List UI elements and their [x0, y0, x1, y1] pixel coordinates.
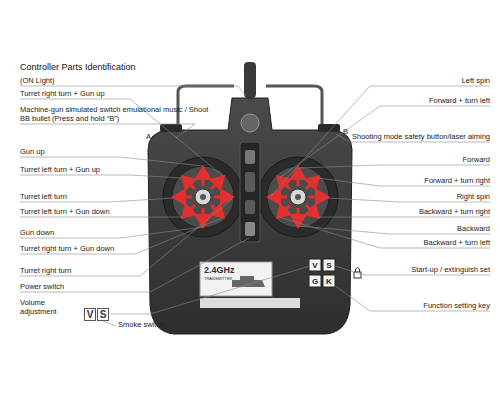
antenna — [244, 62, 256, 98]
logo — [241, 114, 259, 132]
system-strip — [200, 298, 300, 308]
part-label: Right spin — [400, 193, 490, 202]
tank-icon — [232, 276, 265, 287]
part-label: Turret left turn + Gun up — [20, 166, 140, 175]
part-label: A — [146, 133, 154, 142]
button-letter: G — [309, 277, 321, 286]
part-label: Gun up — [20, 148, 80, 157]
part-label: Forward + turn right — [380, 177, 490, 186]
part-label: Volume adjustment — [20, 299, 70, 316]
part-label: Turret right turn — [20, 267, 100, 276]
part-label: 2.4GHz — [204, 265, 254, 275]
part-label: Turret left turn + Gun down — [20, 208, 140, 217]
part-label: Power switch — [20, 283, 100, 292]
part-label: Backward + turn right — [380, 208, 490, 217]
part-label: TRANSMITTER — [204, 276, 234, 281]
part-label: (ON Light) — [20, 77, 90, 86]
button-letter: S — [323, 261, 335, 270]
part-label: Gun down — [20, 229, 80, 238]
part-label: Start-up / extinguish set — [370, 266, 490, 275]
part-label: Turret left turn — [20, 193, 100, 202]
transmitter-panel — [200, 262, 272, 296]
controller-body — [148, 98, 352, 334]
key-letter: V — [87, 310, 94, 320]
part-label: Shooting mode safety button/laser aiming — [340, 133, 490, 142]
part-label: Forward — [400, 156, 490, 165]
part-label: Function setting key — [390, 302, 490, 311]
function-buttons — [309, 259, 335, 287]
part-label: Turret right turn + Gun up — [20, 90, 140, 99]
key-box: S — [97, 308, 109, 321]
button-letter: K — [323, 277, 335, 286]
part-label: Backward + turn left — [380, 239, 490, 248]
diagram-title: Controller Parts Identification — [20, 62, 136, 72]
key-letter: S — [100, 310, 107, 320]
part-label: Forward + turn left — [380, 97, 490, 106]
shoulder-button — [160, 124, 182, 132]
switch-column — [240, 142, 260, 242]
shoulder-button — [318, 124, 340, 132]
button-letter: V — [309, 261, 321, 270]
part-label: B — [343, 128, 351, 137]
key-box: V — [84, 308, 96, 321]
part-label: Smoke switch — [118, 321, 178, 330]
part-label: Left spin — [380, 77, 490, 86]
leader-lines — [20, 86, 490, 326]
part-label: Machine-gun simulated switch emulational… — [20, 106, 210, 123]
part-label: Backward — [400, 225, 490, 234]
left-stick — [163, 157, 243, 237]
part-label: Turret right turn + Gun down — [20, 245, 140, 254]
